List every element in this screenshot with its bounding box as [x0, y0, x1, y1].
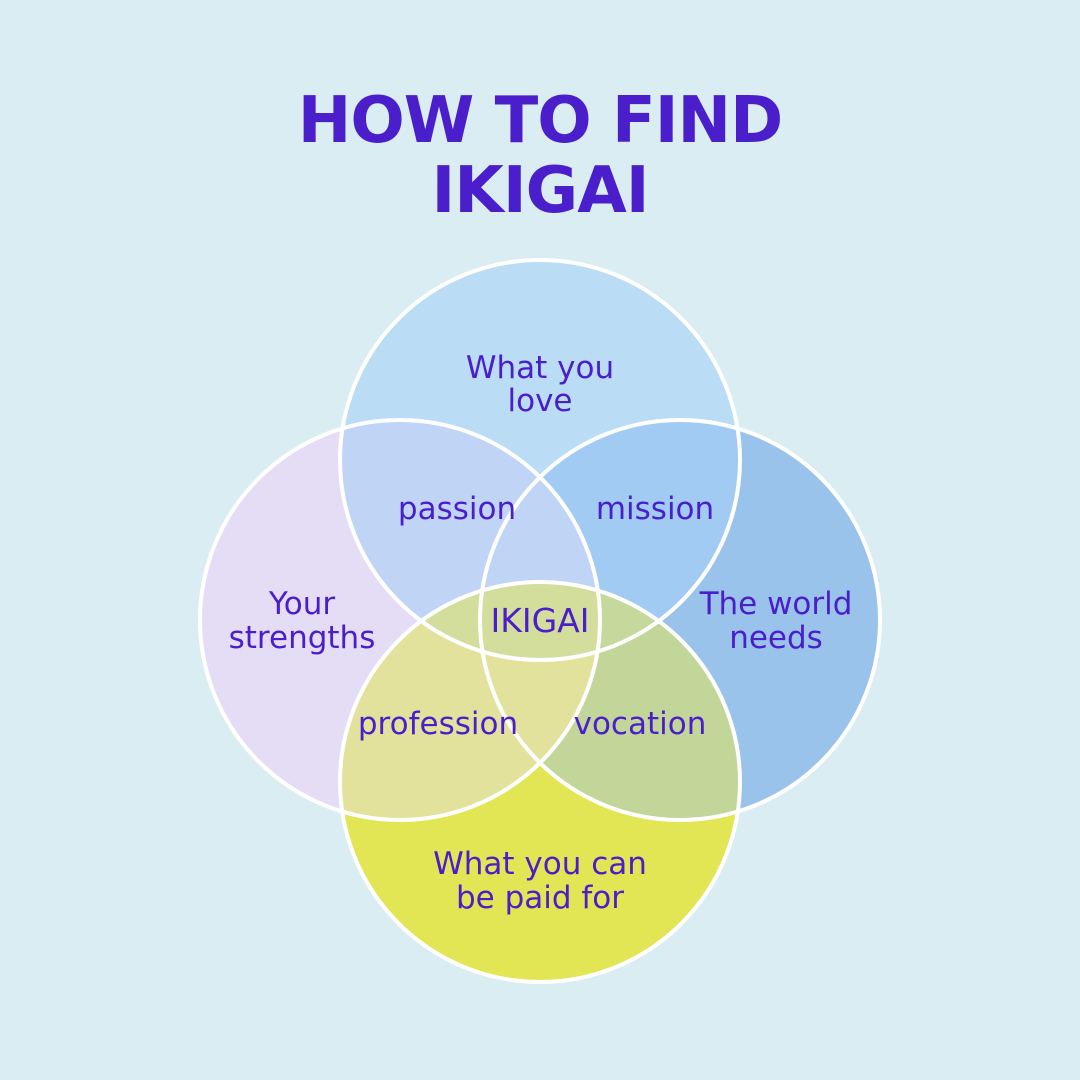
label-passion: passion: [398, 491, 516, 527]
label-love-line1: What you: [466, 350, 614, 386]
title-line-1: HOW TO FIND: [297, 84, 783, 158]
label-paid-for-line1: What you can: [433, 846, 647, 882]
label-love-line2: love: [508, 383, 573, 419]
label-strengths-line2: strengths: [229, 620, 376, 656]
circle-paid-for-bottom: [340, 582, 740, 982]
outline-paid-for: [338, 580, 742, 984]
label-profession: profession: [358, 706, 518, 742]
label-strengths-line1: Your: [268, 586, 335, 622]
title-line-2: IKIGAI: [431, 154, 649, 228]
label-ikigai-center: IKIGAI: [491, 601, 590, 640]
label-vocation: vocation: [574, 706, 707, 742]
page-title: HOW TO FIND IKIGAI: [0, 86, 1080, 226]
outline-love: [338, 258, 742, 662]
outline-strengths: [198, 418, 602, 822]
circle-outlines: [198, 258, 882, 984]
label-mission: mission: [596, 491, 714, 527]
label-world-needs-line1: The world: [699, 586, 853, 622]
circle-love: [340, 260, 740, 660]
label-paid-for-line2: be paid for: [456, 880, 624, 916]
label-world-needs-line2: needs: [729, 620, 823, 656]
outline-world-needs: [478, 418, 882, 822]
